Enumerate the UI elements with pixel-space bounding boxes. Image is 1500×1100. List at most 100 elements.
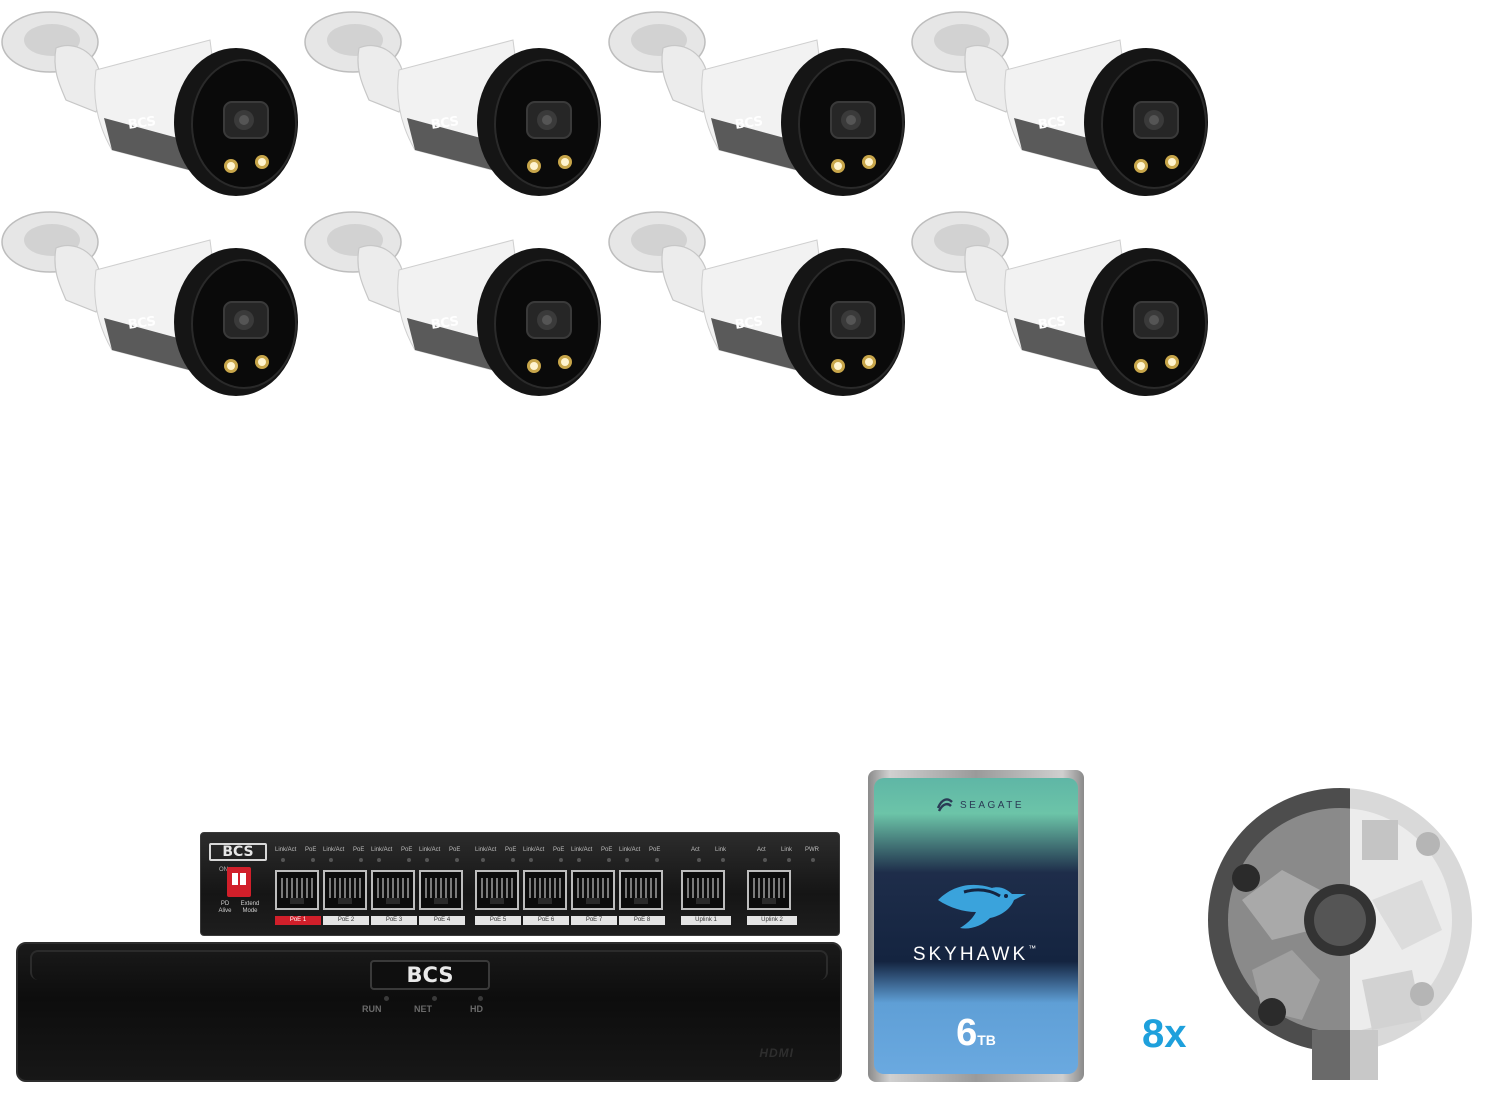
camera-8: BCS — [910, 200, 1210, 400]
dip-label-pd-alive: PD Alive — [218, 901, 232, 914]
indicator-hd: HD — [470, 1004, 483, 1014]
led-header: Link/Act — [419, 847, 441, 853]
hdd-label: SEAGATE SKYHAWK™ 6TB — [874, 778, 1078, 1074]
led-header: PoE — [601, 847, 613, 853]
status-led — [721, 858, 725, 862]
led-header: PoE — [553, 847, 565, 853]
ethernet-port-10 — [747, 870, 791, 910]
status-led — [655, 858, 659, 862]
camera-3: BCS — [607, 0, 907, 200]
led-header: Link — [715, 847, 727, 853]
status-led — [359, 858, 363, 862]
indicator-net: NET — [414, 1004, 432, 1014]
run-led — [384, 996, 389, 1001]
led-header: PWR — [805, 847, 819, 853]
status-led — [607, 858, 611, 862]
ethernet-port-6 — [523, 870, 567, 910]
camera-6: BCS — [303, 200, 603, 400]
status-led — [455, 858, 459, 862]
camera-7: BCS — [607, 200, 907, 400]
port-label: PoE 3 — [371, 916, 417, 925]
net-led — [432, 996, 437, 1001]
led-header: Link/Act — [323, 847, 345, 853]
indicator-run: RUN — [362, 1004, 382, 1014]
junction-box-icon — [1208, 788, 1472, 1080]
led-header: PoE — [401, 847, 413, 853]
poe-switch: BCS ON PD Alive Extend Mode Link/Act PoE L… — [200, 832, 840, 936]
hdd-maker: SEAGATE — [960, 800, 1024, 811]
port-label: Uplink 2 — [747, 916, 797, 925]
led-header: Link/Act — [275, 847, 297, 853]
port-label: Uplink 1 — [681, 916, 731, 925]
nvr-top-rim — [30, 950, 828, 980]
bullet-camera-icon — [911, 11, 1208, 196]
port-label: PoE 2 — [323, 916, 369, 925]
camera-1: BCS — [0, 0, 300, 200]
ethernet-port-3 — [371, 870, 415, 910]
hdmi-port-label: HDMI — [759, 1046, 794, 1060]
status-led — [763, 858, 767, 862]
camera-5: BCS — [0, 200, 300, 400]
switch-logo: BCS — [209, 843, 267, 861]
camera-2: BCS — [303, 0, 603, 200]
led-header: PoE — [449, 847, 461, 853]
led-header: Act — [757, 847, 766, 853]
led-header: Link/Act — [619, 847, 641, 853]
led-header: PoE — [305, 847, 317, 853]
status-led — [529, 858, 533, 862]
port-label: PoE 6 — [523, 916, 569, 925]
led-header: PoE — [505, 847, 517, 853]
bullet-camera-icon — [911, 211, 1208, 396]
bullet-camera-icon — [1, 11, 298, 196]
port-label: PoE 4 — [419, 916, 465, 925]
status-led — [481, 858, 485, 862]
port-label: PoE 1 — [275, 916, 321, 925]
led-header: PoE — [353, 847, 365, 853]
ethernet-port-4 — [419, 870, 463, 910]
ethernet-port-5 — [475, 870, 519, 910]
hard-drive: SEAGATE SKYHAWK™ 6TB — [868, 770, 1084, 1082]
ethernet-port-8 — [619, 870, 663, 910]
hdd-model: SKYHAWK™ — [912, 944, 1040, 965]
dip-switch — [227, 867, 251, 897]
status-led — [559, 858, 563, 862]
status-led — [811, 858, 815, 862]
status-led — [311, 858, 315, 862]
ethernet-port-2 — [323, 870, 367, 910]
ethernet-port-9 — [681, 870, 725, 910]
seagate-logo-icon — [936, 798, 953, 812]
status-led — [281, 858, 285, 862]
bullet-camera-icon — [1, 211, 298, 396]
status-led — [407, 858, 411, 862]
status-led — [787, 858, 791, 862]
led-header: Act — [691, 847, 700, 853]
bullet-camera-icon — [608, 11, 905, 196]
led-header: Link/Act — [475, 847, 497, 853]
led-header: PoE — [649, 847, 661, 853]
led-header: Link/Act — [371, 847, 393, 853]
network-video-recorder: BCS RUN NET HD HDMI — [16, 942, 842, 1082]
dip-label-extend-mode: Extend Mode — [240, 901, 260, 914]
camera-4: BCS — [910, 0, 1210, 200]
ethernet-port-1 — [275, 870, 319, 910]
status-led — [577, 858, 581, 862]
status-led — [425, 858, 429, 862]
port-label: PoE 5 — [475, 916, 521, 925]
bullet-camera-icon — [608, 211, 905, 396]
led-header: Link/Act — [571, 847, 593, 853]
status-led — [511, 858, 515, 862]
dip-on-label: ON — [219, 867, 228, 873]
bullet-camera-icon — [304, 211, 601, 396]
status-led — [329, 858, 333, 862]
led-header: Link/Act — [523, 847, 545, 853]
nvr-logo: BCS — [370, 960, 490, 990]
hd-led — [478, 996, 483, 1001]
status-led — [377, 858, 381, 862]
hdd-capacity: 6TB — [956, 1012, 996, 1054]
status-led — [625, 858, 629, 862]
port-label: PoE 8 — [619, 916, 665, 925]
led-header: Link — [781, 847, 793, 853]
skyhawk-bird-icon — [938, 884, 1026, 929]
mount-quantity-label: 8x — [1142, 1012, 1187, 1056]
status-led — [697, 858, 701, 862]
